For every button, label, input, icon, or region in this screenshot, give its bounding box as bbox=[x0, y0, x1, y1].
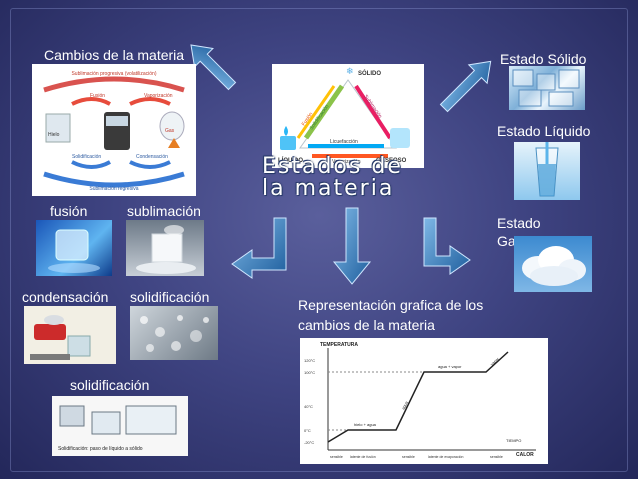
triangle-licuefaccion-text: Licuefacción bbox=[330, 139, 358, 145]
label-representacion: Representación grafica de los cambios de… bbox=[298, 297, 484, 333]
graph-bottom-2: sensible bbox=[402, 455, 415, 459]
graph-bottom-3: latente de evaporación bbox=[428, 455, 463, 459]
label-condensacion: condensación bbox=[22, 289, 109, 305]
snowflake-icon: ❄ bbox=[346, 67, 354, 77]
arrow-up-left bbox=[190, 44, 237, 91]
sublimacion-image bbox=[126, 220, 204, 276]
changes-cycle-image: Sublimación progresiva (volatilización) … bbox=[32, 64, 196, 196]
graph-bottom-1: latente de fusión bbox=[350, 455, 376, 459]
states-triangle-image: ❄ SÓLIDO Licuefacción Vaporización Solid… bbox=[272, 64, 424, 168]
label-solidificacion-top: solidificación bbox=[130, 289, 210, 305]
cycle-hielo-text: Hielo bbox=[48, 132, 60, 138]
y-tick-120: 120°C bbox=[304, 358, 315, 363]
label-sublimacion: sublimación bbox=[127, 203, 201, 219]
segment-agua-vapor: agua + vapor bbox=[438, 364, 462, 369]
arrow-down bbox=[332, 207, 372, 285]
page-title: Estados de la materia bbox=[262, 154, 403, 201]
triangle-liquido-text: LÍQUIDO bbox=[278, 156, 303, 164]
label-solidificacion-bottom: solidificación bbox=[70, 377, 150, 393]
triangle-vaporizacion-text: Vaporización bbox=[332, 159, 361, 165]
cycle-top-text: Sublimación progresiva (volatilización) bbox=[71, 71, 156, 77]
cycle-vaporizacion-text: Vaporización bbox=[144, 93, 173, 99]
heating-curve-graph: TEMPERATURA 120°C 100°C 40°C 0°C -20°C h… bbox=[300, 338, 548, 464]
segment-vapor: vapor bbox=[489, 356, 500, 367]
graph-x-note: TIEMPO bbox=[506, 438, 521, 443]
cycle-fusion-text: Fusión bbox=[90, 93, 105, 99]
segment-agua: agua bbox=[400, 400, 409, 411]
label-estado-solido: Estado Sólido bbox=[500, 51, 587, 67]
graph-bottom-4: sensible bbox=[490, 455, 503, 459]
triangle-solido-text: SÓLIDO bbox=[358, 69, 381, 77]
arrow-up-right bbox=[439, 60, 492, 113]
label-cambios: Cambios de la materia bbox=[44, 47, 185, 63]
solidificacion-droplets-image bbox=[130, 306, 218, 360]
slide-frame bbox=[10, 8, 628, 472]
cycle-gas-text: Gas bbox=[165, 128, 175, 134]
y-tick-0: 0°C bbox=[304, 428, 311, 433]
cloud-image bbox=[514, 236, 592, 292]
cycle-condensacion-text: Condensación bbox=[136, 154, 168, 160]
label-fusion: fusión bbox=[50, 203, 88, 219]
y-tick-minus20: -20°C bbox=[304, 440, 314, 445]
fusion-image bbox=[36, 220, 112, 276]
graph-bottom-0: sensible bbox=[330, 455, 343, 459]
graph-x-axis: CALOR bbox=[516, 452, 534, 458]
cycle-bottom-text: Sublimación regresiva bbox=[89, 186, 138, 192]
solidificacion-caption: Solidificación: paso de líquido a sólido bbox=[58, 446, 143, 452]
water-glass-image bbox=[514, 142, 580, 200]
ice-cubes-image bbox=[509, 66, 585, 110]
label-estado-liquido: Estado Líquido bbox=[497, 123, 591, 139]
graph-title: TEMPERATURA bbox=[320, 342, 358, 348]
y-tick-100: 100°C bbox=[304, 370, 315, 375]
arrow-elbow-left bbox=[231, 217, 287, 279]
triangle-gaseoso-text: GASEOSO bbox=[376, 158, 407, 164]
cycle-solidificacion-text: Solidificación bbox=[72, 154, 101, 160]
y-tick-40: 40°C bbox=[304, 404, 313, 409]
segment-hielo-agua: hielo + agua bbox=[354, 422, 377, 427]
condensacion-image bbox=[24, 306, 116, 364]
solidificacion-ice-tray-image: Solidificación: paso de líquido a sólido bbox=[52, 396, 188, 456]
arrow-elbow-right bbox=[423, 217, 471, 275]
